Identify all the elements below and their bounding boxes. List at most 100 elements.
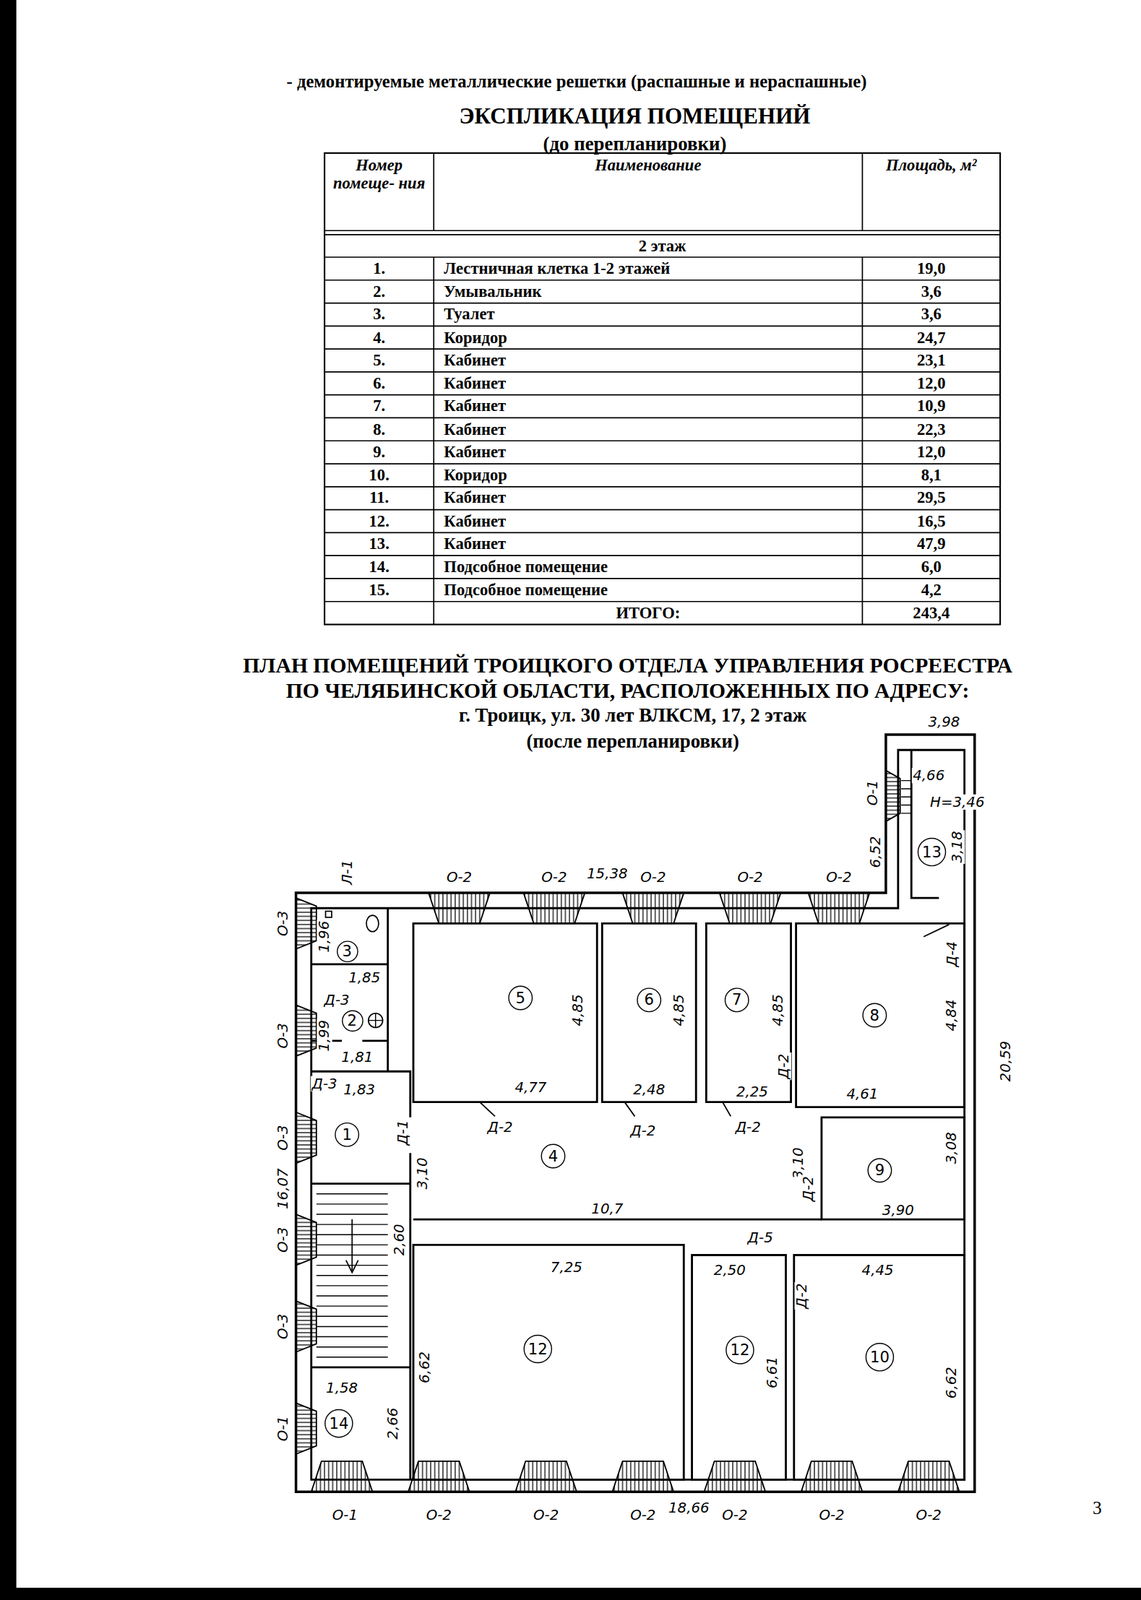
basin-symbol (368, 1013, 383, 1029)
dimension-label: 16,07 (275, 1167, 291, 1211)
scan-border (0, 1588, 1141, 1600)
table-cell: 24,7 (862, 325, 1001, 350)
table-cell: 19,0 (862, 257, 1001, 281)
dimension-label: О-2 (639, 870, 667, 886)
table-cell: 13. (324, 532, 434, 556)
dimension-label: О-2 (825, 870, 853, 886)
stair-steps (316, 781, 912, 1358)
dimension-label: О-2 (914, 1508, 943, 1524)
heading-text: (до перепланировки) (543, 132, 727, 157)
table-cell: 7. (324, 395, 434, 419)
scan-border (0, 0, 17, 1600)
heading-text: г. Троицк, ул. 30 лет ВЛКСМ, 17, 2 этаж (458, 704, 807, 728)
room-number-text: 3 (341, 943, 352, 959)
table-cell: 15. (324, 578, 434, 602)
dimension-label: 1,99 (317, 1018, 333, 1053)
table-cell: 23,1 (862, 349, 1001, 373)
room-number: 1 (334, 1122, 360, 1148)
dimension-label: О-3 (275, 1124, 291, 1152)
drain-symbol (325, 911, 332, 917)
heading-text: - демонтируемые металлические решетки (р… (286, 71, 867, 94)
room-number: 8 (862, 1003, 887, 1029)
dimension-label: О-3 (275, 1022, 291, 1050)
dimension-label: 18,66 (667, 1500, 711, 1517)
table-cell: 22,3 (862, 417, 1001, 441)
table-cell: 4. (324, 325, 434, 350)
table-cell: 5. (324, 349, 434, 373)
dimension-label: О-2 (445, 870, 473, 886)
table-cell: 11. (324, 487, 434, 511)
dimension-label: Д-3 (310, 1076, 339, 1092)
room-number-text: 9 (875, 1163, 885, 1179)
room-number-text: 8 (870, 1008, 880, 1024)
dimension-label: Д-2 (794, 1282, 811, 1311)
table-cell: ИТОГО: (433, 601, 863, 626)
table-cell: Подсобное помещение (433, 555, 863, 579)
dimension-label: 4,85 (671, 993, 687, 1028)
table-cell: Кабинет (433, 440, 863, 464)
table-cell: 8. (324, 417, 434, 441)
dimension-label: 3,10 (414, 1156, 430, 1191)
heading-text: ЭКСПЛИКАЦИЯ ПОМЕЩЕНИЙ (458, 103, 811, 131)
table-cell: Наименование (433, 153, 863, 231)
dimension-label: 6,61 (765, 1356, 781, 1391)
room-number-text: 12 (729, 1342, 750, 1358)
dimension-label: О-3 (275, 1226, 291, 1254)
room-number-text: 5 (515, 990, 526, 1006)
dimension-label: 6,62 (416, 1350, 433, 1385)
dimension-label: 2,50 (712, 1263, 747, 1279)
dimension-label: О-2 (629, 1508, 657, 1524)
table-frame (324, 153, 1001, 626)
dimension-label: О-1 (275, 1415, 291, 1444)
table-cell: Лестничная клетка 1-2 этажей (433, 257, 863, 281)
dimension-label: 1,81 (340, 1049, 375, 1066)
dimension-label: 4,84 (943, 998, 959, 1033)
table-cell: 6,0 (862, 555, 1001, 579)
room-number: 13 (917, 838, 947, 868)
room-number: 7 (724, 987, 750, 1013)
room-number: 6 (636, 987, 662, 1013)
heading-text: (после перепланировки) (526, 730, 739, 754)
dimension-label: О-1 (330, 1508, 359, 1524)
dimension-label: 20,59 (997, 1039, 1014, 1083)
dimension-label: 1,96 (317, 919, 333, 954)
table-cell: Коридор (433, 463, 863, 488)
dimension-label: Д-2 (734, 1120, 762, 1136)
table-cell: 2. (324, 280, 434, 304)
room-number-text: 10 (870, 1349, 890, 1366)
partition-wall (311, 750, 940, 1480)
room-number: 12 (725, 1336, 755, 1366)
table-cell: 3,6 (862, 280, 1001, 304)
door-leaf (479, 924, 950, 1118)
room-number: 4 (541, 1144, 566, 1170)
dimension-label: 1,83 (342, 1082, 377, 1098)
dimension-label: Д-2 (486, 1120, 514, 1136)
table-cell: 47,9 (862, 532, 1001, 556)
table-cell: Подсобное помещение (433, 578, 863, 602)
dimension-label: 3,98 (927, 715, 962, 731)
dimension-label: О-2 (540, 870, 568, 886)
basin-symbol (368, 1013, 383, 1029)
dimension-label: 4,85 (770, 993, 786, 1028)
table-cell: 10. (324, 463, 434, 488)
table-cell: 29,5 (862, 487, 1001, 511)
room-number-text: 1 (341, 1127, 352, 1143)
table-cell: 12. (324, 510, 434, 534)
dimension-label: 3,18 (949, 830, 965, 865)
table-grid (324, 153, 1001, 626)
table-cell: 12,0 (862, 372, 1001, 396)
dimension-label: О-2 (721, 1508, 749, 1524)
room-number: 10 (865, 1343, 895, 1373)
dimension-label: О-3 (275, 909, 291, 938)
dimension-label: 3,90 (880, 1203, 915, 1219)
table-cell: Кабинет (433, 532, 863, 556)
table-cell: 12,0 (862, 440, 1001, 464)
dimension-label: О-2 (424, 1508, 453, 1524)
plan-title: ПЛАН ПОМЕЩЕНИЙ ТРОИЦКОГО ОТДЕЛА УПРАВЛЕН… (229, 653, 1027, 705)
table-cell: 8,1 (862, 463, 1001, 488)
table-cell: Кабинет (433, 510, 863, 534)
dimension-label: 4,61 (845, 1086, 880, 1102)
table-cell: Умывальник (433, 280, 863, 304)
dimension-label: О-2 (736, 870, 764, 886)
table-cell: Кабинет (433, 395, 863, 419)
